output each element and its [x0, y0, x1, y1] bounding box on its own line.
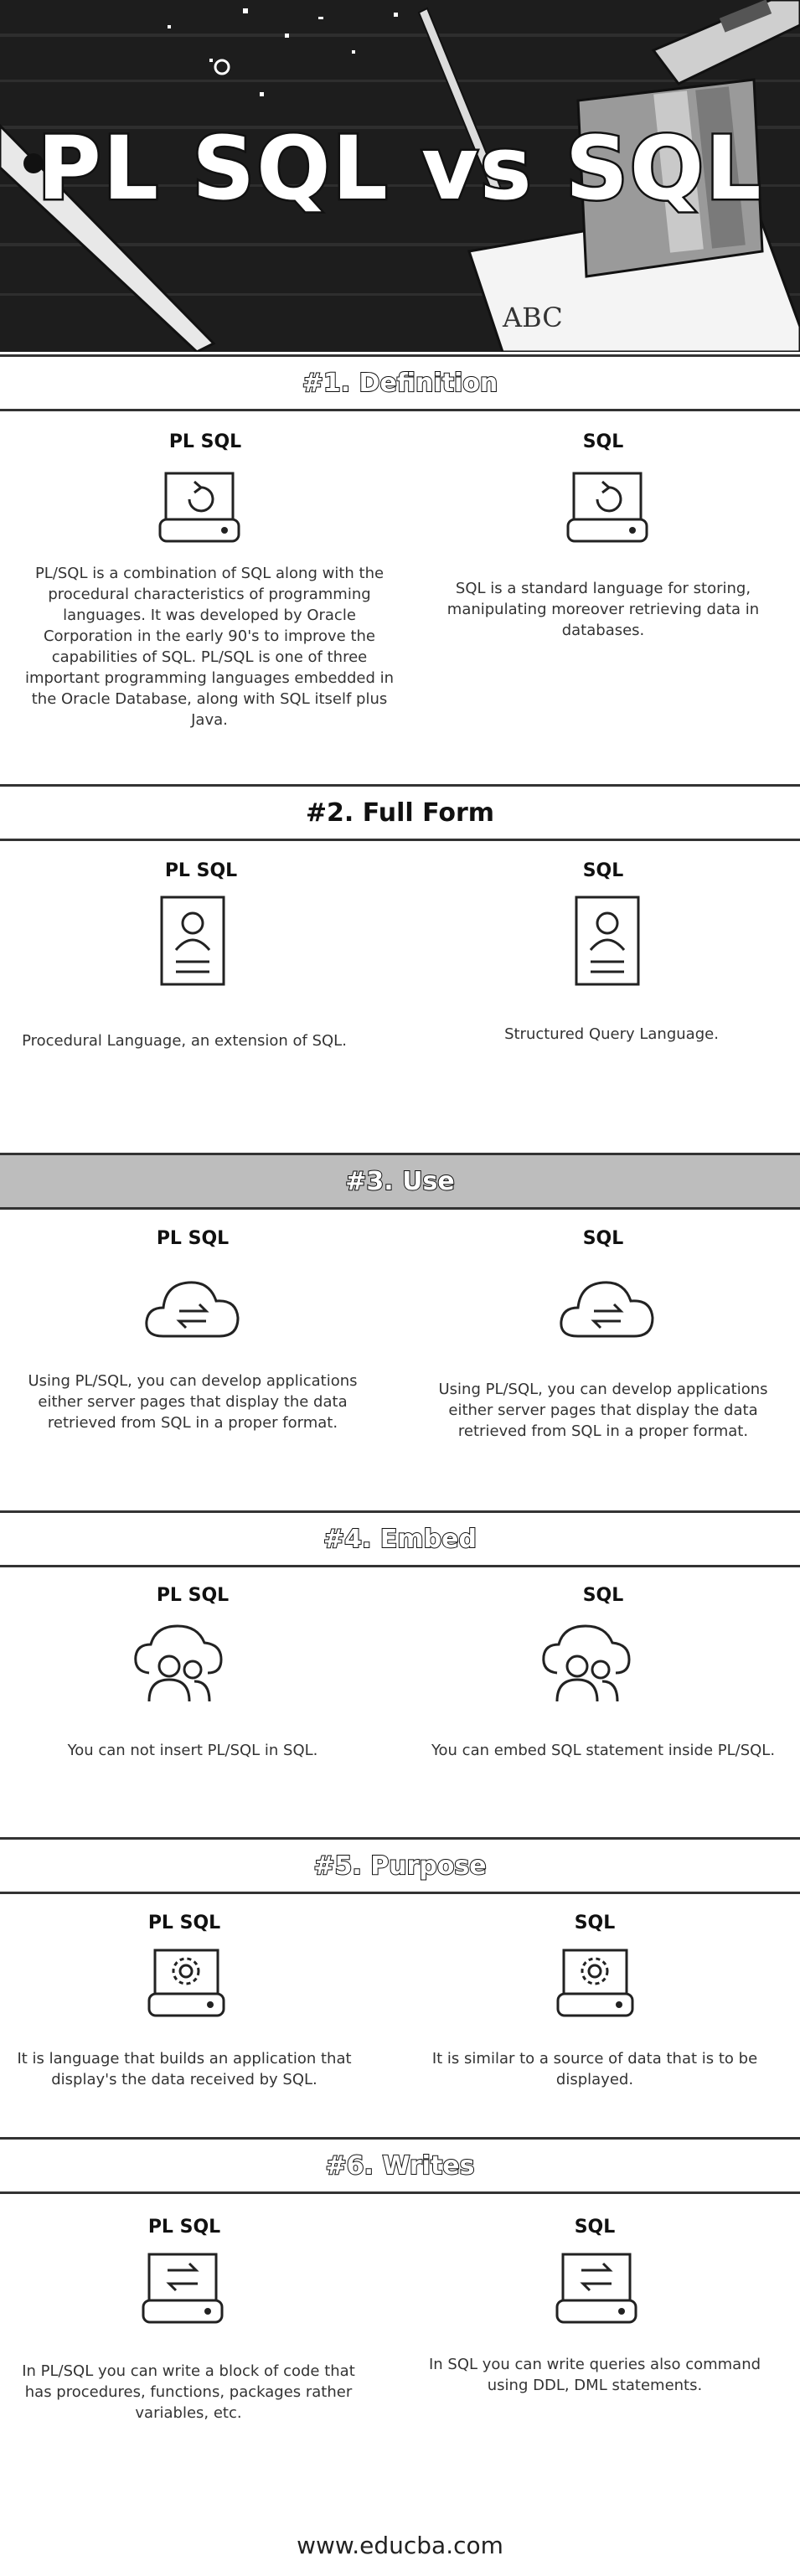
purpose-pl-sql-column: PL SQL [0, 1913, 377, 1933]
section-heading: #5. Purpose [312, 1851, 487, 1882]
column-heading: SQL [582, 431, 624, 452]
writes-pl-sql-text-col: In PL/SQL you can write a block of code … [13, 2361, 364, 2424]
footer-url[interactable]: www.educba.com [297, 2532, 503, 2559]
full-form-pl-sql-text-col: Procedural Language, an extension of SQL… [8, 1030, 360, 1051]
database-refresh-icon [158, 472, 240, 543]
purpose-sql-text: It is similar to a source of data that i… [431, 2050, 758, 2088]
use-sql-text-col: Using PL/SQL, you can develop applicatio… [427, 1379, 779, 1442]
column-heading: SQL [574, 2217, 616, 2238]
definition-pl-sql-text-col: PL/SQL is a combination of SQL along wit… [21, 563, 398, 730]
section-heading: #3. Use [344, 1166, 455, 1197]
section-heading: #4. Embed [323, 1524, 477, 1555]
profile-document-icon [160, 896, 225, 986]
embed-sql-text-col: You can embed SQL statement inside PL/SQ… [427, 1740, 779, 1761]
writes-pl-sql-text: In PL/SQL you can write a block of code … [22, 2362, 355, 2422]
writes-sql-text: In SQL you can write queries also comman… [428, 2356, 761, 2394]
section-heading: #1. Definition [302, 368, 499, 399]
section-header-full-form: #2. Full Form [0, 784, 800, 841]
writes-sql-column: SQL [402, 2217, 787, 2238]
database-transfer-icon [142, 2253, 224, 2324]
definition-sql-text-col: SQL is a standard language for storing, … [427, 578, 779, 641]
column-heading: PL SQL [164, 860, 238, 881]
definition-sql-text: SQL is a standard language for storing, … [446, 580, 760, 639]
definition-pl-sql-column: PL SQL [13, 431, 398, 452]
writes-pl-sql-column: PL SQL [0, 2217, 377, 2238]
section-header-purpose: #5. Purpose [0, 1837, 800, 1894]
writes-sql-text-col: In SQL you can write queries also comman… [427, 2354, 762, 2396]
cloud-users-icon [542, 1624, 631, 1702]
hero-banner: ABC PL SQL vs SQL [0, 0, 800, 352]
purpose-sql-text-col: It is similar to a source of data that i… [427, 2048, 762, 2090]
section-heading: #2. Full Form [305, 798, 495, 828]
column-heading: PL SQL [156, 1585, 230, 1606]
full-form-pl-sql-text: Procedural Language, an extension of SQL… [22, 1032, 347, 1050]
profile-document-icon [575, 896, 640, 986]
embed-sql-text: You can embed SQL statement inside PL/SQ… [431, 1742, 776, 1759]
full-form-sql-text-col: Structured Query Language. [436, 1024, 787, 1045]
desk-illustration: ABC [0, 0, 800, 352]
column-heading: PL SQL [147, 1913, 221, 1933]
paper-stack-illustration [467, 78, 800, 352]
database-gear-icon [147, 1949, 225, 2017]
embed-pl-sql-text: You can not insert PL/SQL in SQL. [67, 1742, 318, 1759]
use-pl-sql-column: PL SQL [0, 1228, 385, 1249]
database-refresh-icon [566, 472, 648, 543]
pen-illustration [0, 123, 216, 352]
column-heading: SQL [574, 1913, 616, 1933]
paper-abc-text: ABC [502, 302, 563, 333]
page-title: PL SQL vs SQL [35, 116, 763, 222]
definition-pl-sql-text: PL/SQL is a combination of SQL along wit… [24, 565, 395, 729]
purpose-pl-sql-text-col: It is language that builds an applicatio… [8, 2048, 360, 2090]
embed-sql-column: SQL [410, 1585, 796, 1606]
cloud-sync-icon [145, 1281, 240, 1338]
full-form-sql-text: Structured Query Language. [504, 1025, 719, 1043]
purpose-pl-sql-text: It is language that builds an applicatio… [17, 2050, 352, 2088]
section-header-use: #3. Use [0, 1153, 800, 1210]
stylus-illustration [417, 7, 504, 199]
database-transfer-icon [555, 2253, 637, 2324]
column-heading: SQL [582, 860, 624, 881]
use-sql-text: Using PL/SQL, you can develop applicatio… [438, 1381, 768, 1440]
column-heading: PL SQL [147, 2217, 221, 2238]
full-form-pl-sql-column: PL SQL [8, 860, 394, 881]
highlighter-illustration [651, 0, 800, 85]
use-pl-sql-text-col: Using PL/SQL, you can develop applicatio… [21, 1371, 364, 1433]
full-form-sql-column: SQL [410, 860, 796, 881]
use-pl-sql-text: Using PL/SQL, you can develop applicatio… [28, 1372, 358, 1432]
embed-pl-sql-text-col: You can not insert PL/SQL in SQL. [25, 1740, 360, 1761]
cloud-sync-icon [560, 1281, 654, 1338]
column-heading: PL SQL [168, 431, 242, 452]
section-header-writes: #6. Writes [0, 2137, 800, 2194]
column-heading: SQL [582, 1228, 624, 1249]
section-header-definition: #1. Definition [0, 354, 800, 411]
use-sql-column: SQL [410, 1228, 796, 1249]
column-heading: SQL [582, 1585, 624, 1606]
purpose-sql-column: SQL [402, 1913, 787, 1933]
section-heading: #6. Writes [324, 2150, 475, 2181]
database-gear-icon [556, 1949, 634, 2017]
cloud-users-icon [134, 1624, 223, 1702]
definition-sql-column: SQL [410, 431, 796, 452]
column-heading: PL SQL [156, 1228, 230, 1249]
embed-pl-sql-column: PL SQL [0, 1585, 385, 1606]
section-header-embed: #4. Embed [0, 1510, 800, 1567]
